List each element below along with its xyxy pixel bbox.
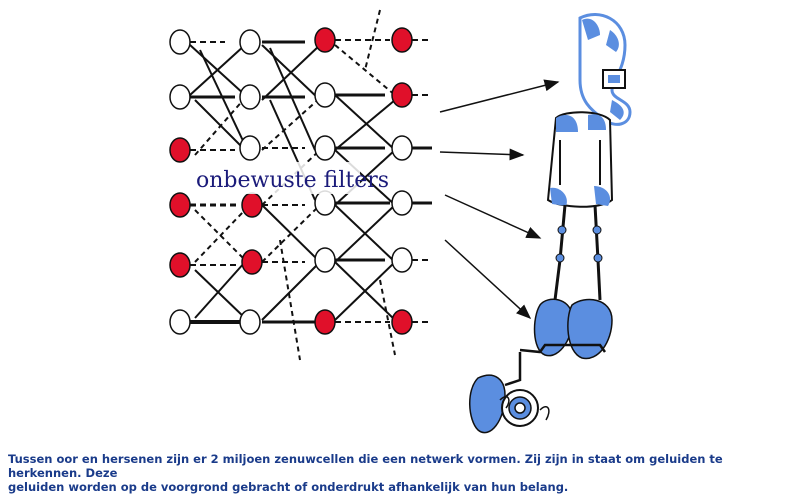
node-inactive [391,247,413,273]
node-active [314,27,336,53]
node-active [169,137,191,163]
node-active [241,192,263,218]
auditory-pathway-illustration [469,12,632,434]
node-inactive [169,29,191,55]
node-inactive [314,82,336,108]
node-inactive [314,190,336,216]
node-active [314,309,336,335]
node-active [391,27,413,53]
node-inactive [314,135,336,161]
diagram-label: onbewuste filters [196,168,389,193]
node-inactive [169,309,191,335]
node-inactive [391,135,413,161]
network-connections [189,9,432,361]
node-active [169,192,191,218]
node-inactive [169,84,191,110]
node-inactive [239,29,261,55]
node-active [169,252,191,278]
label-backdrop [188,162,360,194]
node-active [241,249,263,275]
node-inactive [239,84,261,110]
pointer-arrows [439,79,560,320]
node-inactive [314,247,336,273]
node-active [391,309,413,335]
node-inactive [239,309,261,335]
node-inactive [239,135,261,161]
figure-caption: Tussen oor en hersenen zijn er 2 miljoen… [8,452,793,494]
caption-line-1: Tussen oor en hersenen zijn er 2 miljoen… [8,452,723,480]
neural-network-figure: onbewuste filters [169,9,632,434]
node-inactive [391,190,413,216]
network-nodes [169,27,413,335]
caption-line-2: geluiden worden op de voorgrond gebracht… [8,480,569,494]
node-active [391,82,413,108]
